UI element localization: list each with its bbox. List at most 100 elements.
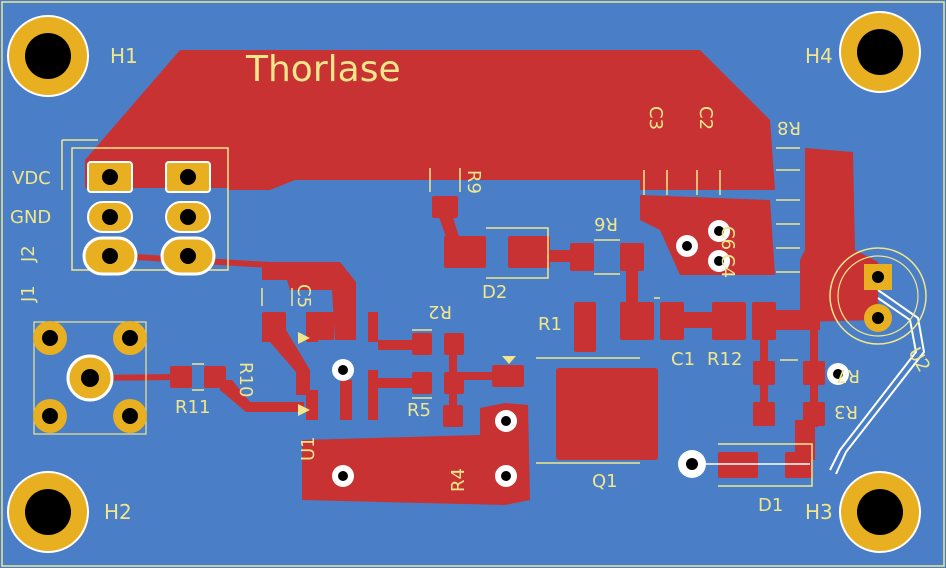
c1-label: C1	[671, 349, 695, 370]
r9-pad	[432, 196, 458, 218]
r3-label: R3	[834, 401, 858, 422]
h4-label: H4	[805, 44, 833, 68]
coax-drill-bl	[42, 408, 58, 424]
r2-pad	[412, 333, 432, 355]
u2-outline-inner	[837, 255, 919, 337]
d2-label: D2	[482, 282, 507, 303]
u1-pin-1	[306, 390, 318, 420]
r6-down-trace	[626, 265, 638, 310]
r1-link-pad	[492, 365, 524, 387]
c1-pad-left	[620, 302, 654, 340]
u2-drill-1	[872, 271, 884, 283]
via-u1-top-hole	[338, 365, 348, 375]
via-c4-hole	[714, 256, 724, 266]
cap-copper-plane	[640, 195, 775, 275]
header-drill-5	[102, 248, 118, 264]
r6-pad-right	[620, 243, 644, 271]
u1-pin1-triangle	[298, 404, 310, 416]
d1-label: D1	[758, 495, 783, 516]
c1-pad-right	[660, 302, 684, 340]
r4-label: R4	[448, 468, 469, 492]
c5-pad-right	[316, 312, 334, 340]
u2-laser-package	[829, 247, 927, 345]
via-c6-hole	[714, 226, 724, 236]
u1-r4-copper-plane	[302, 403, 530, 505]
right-copper-plane	[800, 148, 878, 322]
copper-layer	[85, 50, 878, 505]
header-connector	[61, 139, 229, 276]
c5-copper-plane	[262, 262, 356, 340]
d2-pad-right	[508, 236, 550, 268]
d2-silk	[486, 227, 549, 279]
d1-pad-left	[718, 452, 758, 478]
r5-label: R5	[407, 400, 431, 421]
header-drill-4	[180, 209, 196, 225]
coax-center-drill	[81, 369, 99, 387]
r1-pad	[574, 302, 596, 352]
h4-hole	[857, 29, 903, 75]
j2-label: J2	[18, 245, 39, 263]
j1-label: J1	[18, 285, 39, 303]
coax-drill-tr	[122, 330, 138, 346]
h2-label: H2	[104, 500, 132, 524]
r1-pin1-triangle	[502, 356, 516, 364]
h1-hole	[25, 33, 71, 79]
c2-label: C2	[695, 106, 716, 130]
coax-connector	[33, 321, 147, 435]
white-traces	[700, 289, 926, 475]
r6-label: R6	[594, 213, 618, 234]
c5-pin1-triangle	[298, 332, 310, 344]
via-u1-bottom-hole	[338, 471, 348, 481]
vdc-copper-plane	[85, 50, 775, 190]
h1-label: H1	[110, 44, 138, 68]
r9-label: R9	[463, 170, 484, 194]
c3-label: C3	[645, 106, 666, 130]
gnd-label: GND	[10, 207, 51, 228]
h2-hole	[25, 489, 71, 535]
board-title: Thorlase	[245, 49, 401, 90]
r2-label: R2	[428, 301, 452, 322]
r11-pad-left	[170, 366, 192, 388]
via-r4-bottom-hole	[501, 471, 511, 481]
r12-pad-left	[712, 302, 746, 340]
c6-label: C6	[717, 226, 738, 250]
coax-drill-br	[122, 408, 138, 424]
r10-label: R10	[235, 362, 256, 397]
r5-vertical-trace	[449, 340, 457, 425]
r6-pad-left	[570, 243, 594, 271]
r7-label: R7	[836, 365, 860, 386]
via-r4-top-hole	[501, 416, 511, 426]
mounting-holes	[7, 11, 921, 553]
d2-pad-left	[444, 236, 486, 268]
r2-trace	[378, 340, 418, 350]
r8-label: R8	[777, 117, 801, 138]
header-drill-3	[102, 209, 118, 225]
via-d1-hole	[686, 458, 698, 470]
r5-pad-left	[412, 372, 432, 394]
u2-trace-b	[835, 289, 926, 475]
pin1-markers	[298, 332, 516, 416]
coax-drill-tl	[42, 330, 58, 346]
u1-pin-3	[306, 312, 318, 342]
u1-label: U1	[298, 436, 319, 461]
q1-pad	[556, 368, 658, 460]
r1-link-trace	[455, 372, 495, 380]
r11-label: R11	[175, 397, 210, 418]
header-drill-2	[180, 169, 196, 185]
u2-outline-outer	[829, 247, 927, 345]
r10-trace	[220, 380, 304, 412]
c5-label: C5	[293, 284, 314, 308]
r12-label: R12	[707, 349, 742, 370]
coax-silk-outline	[33, 321, 147, 435]
u2-drill-2	[872, 312, 884, 324]
vdc-label: VDC	[12, 168, 51, 189]
vias	[332, 220, 849, 487]
via-r7-hole	[833, 369, 843, 379]
u2-trace-a	[829, 297, 918, 471]
d1-trace	[795, 420, 815, 460]
header-drill-6	[180, 248, 196, 264]
r3-trace	[810, 322, 818, 427]
r5-trace	[378, 378, 418, 388]
d2-r6-trace	[545, 250, 575, 262]
